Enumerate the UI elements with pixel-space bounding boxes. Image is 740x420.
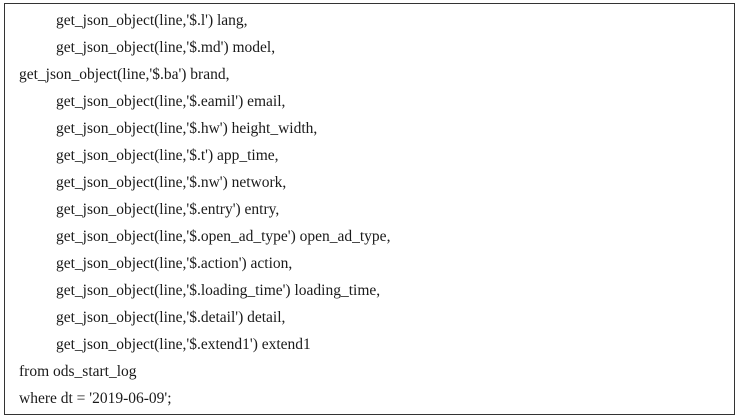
code-line-6: get_json_object(line,'$.t') app_time, (56, 147, 279, 164)
code-line-8: get_json_object(line,'$.entry') entry, (56, 201, 280, 218)
code-line-4: get_json_object(line,'$.eamil') email, (56, 93, 286, 110)
code-line-7: get_json_object(line,'$.nw') network, (56, 174, 287, 191)
code-line-10: get_json_object(line,'$.action') action, (56, 255, 293, 272)
code-line-12: get_json_object(line,'$.detail') detail, (56, 309, 286, 326)
code-line-2: get_json_object(line,'$.md') model, (56, 39, 276, 56)
code-line-15: where dt = '2019-06-09'; (19, 390, 172, 407)
code-line-11: get_json_object(line,'$.loading_time') l… (56, 282, 381, 299)
code-line-14: from ods_start_log (19, 363, 137, 380)
code-line-9: get_json_object(line,'$.open_ad_type') o… (56, 228, 391, 245)
code-line-3: get_json_object(line,'$.ba') brand, (19, 66, 230, 83)
code-line-13: get_json_object(line,'$.extend1') extend… (56, 336, 311, 353)
code-line-1: get_json_object(line,'$.l') lang, (56, 12, 248, 29)
code-line-5: get_json_object(line,'$.hw') height_widt… (56, 120, 318, 137)
code-listing: get_json_object(line,'$.l') lang, get_js… (4, 3, 735, 415)
